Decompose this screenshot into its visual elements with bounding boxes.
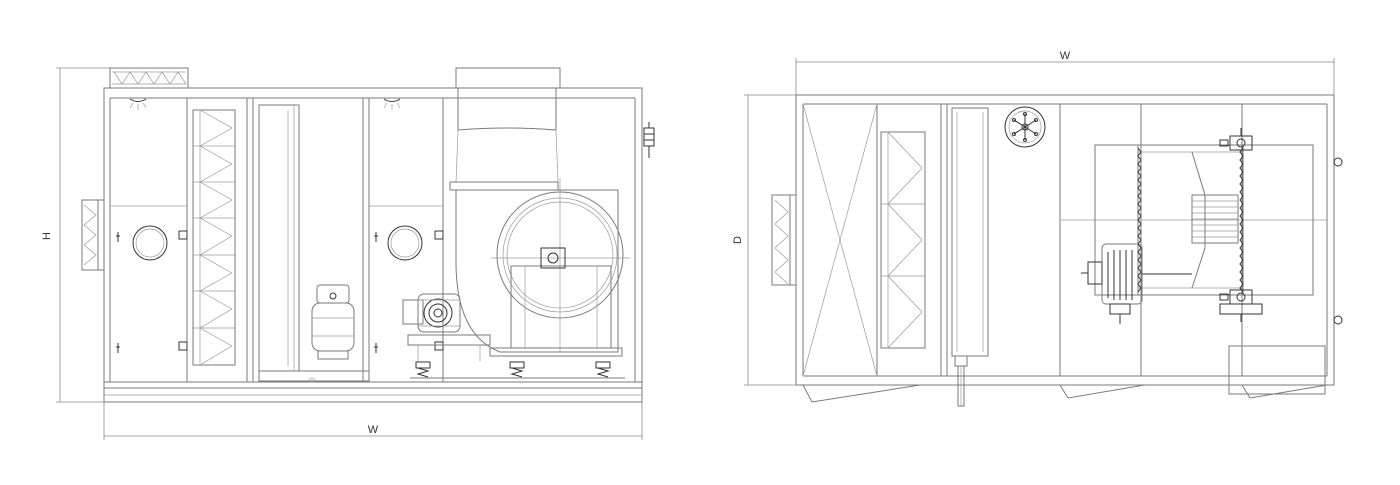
control-box <box>1228 345 1326 395</box>
top-filter-bank <box>880 131 926 349</box>
width-dimension-label: W <box>368 424 379 436</box>
top-fan-assembly <box>1094 128 1314 322</box>
spring-isolator-icon <box>410 361 625 379</box>
front-view: H W <box>41 67 655 440</box>
side-fitting-icon <box>1333 157 1343 325</box>
motor <box>402 293 491 362</box>
humidifier-nozzle-icon <box>1004 106 1046 148</box>
lamp-icon <box>129 98 401 110</box>
coil <box>258 104 370 383</box>
fan-housing <box>455 178 630 357</box>
top-motor <box>1081 243 1192 324</box>
mixing-box <box>802 103 878 377</box>
top-width-dimension-label: W <box>1060 50 1071 62</box>
sensor-icon <box>643 122 655 158</box>
height-dimension-label: H <box>41 232 53 240</box>
top-coil <box>951 107 989 407</box>
fan-outlet-duct <box>449 67 561 191</box>
filter-bank <box>192 109 236 366</box>
front-dimensions <box>56 67 643 440</box>
top-view: W D <box>732 50 1343 407</box>
inspection-window-icon <box>132 225 423 261</box>
top-dimensions <box>744 58 1335 386</box>
top-casing <box>795 94 1335 386</box>
front-casing <box>103 87 643 403</box>
depth-dimension-label: D <box>732 236 744 244</box>
top-inlet-duct <box>109 67 189 89</box>
door-handle-icon <box>116 230 444 353</box>
top-inlet-damper <box>771 194 797 286</box>
side-inlet-damper <box>81 199 105 271</box>
bottom-drain-pans <box>802 384 1328 403</box>
humidifier-cylinder <box>311 284 355 360</box>
